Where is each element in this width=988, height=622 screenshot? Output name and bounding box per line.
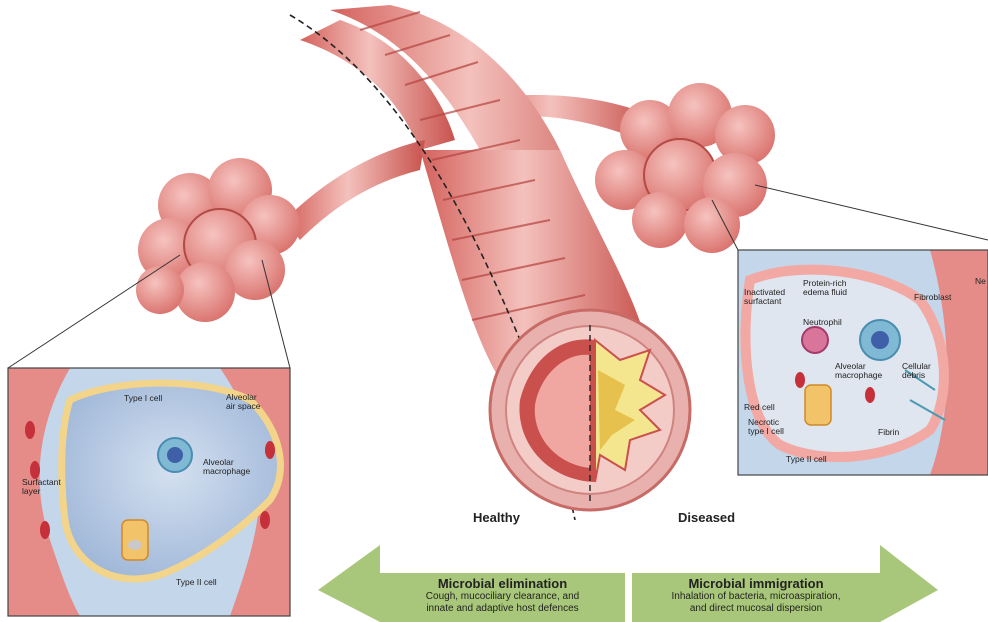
label-red-cell: Red cell (744, 403, 775, 412)
label-type2-cell-right: Type II cell (786, 455, 827, 464)
label-neutrophil: Neutrophil (803, 318, 842, 327)
bronchus-cross-section (490, 310, 690, 510)
healthy-alveoli-cluster (136, 158, 300, 322)
microbial-immigration-title: Microbial immigration (632, 576, 880, 591)
label-necrotic-type1-cell: Necrotic type I cell (748, 418, 784, 436)
label-inactivated-surfactant: Inactivated surfactant (744, 288, 785, 306)
microbial-immigration-desc: Inhalation of bacteria, microaspiration,… (632, 591, 880, 615)
label-protein-rich-edema-fluid: Protein-rich edema fluid (803, 279, 847, 297)
label-alveolar-macrophage-left: Alveolar macrophage (203, 458, 250, 476)
label-alveolar-macrophage-right: Alveolar macrophage (835, 362, 882, 380)
label-surfactant-layer: Surfactant layer (22, 478, 61, 496)
label-type2-cell-left: Type II cell (176, 578, 217, 587)
microbial-elimination-desc: Cough, mucociliary clearance, and innate… (380, 591, 625, 615)
label-fibrin: Fibrin (878, 428, 899, 437)
label-type1-cell: Type I cell (124, 394, 162, 403)
arrow-right-text: Microbial immigration Inhalation of bact… (632, 576, 880, 615)
label-diseased: Diseased (678, 510, 735, 525)
label-alveolar-air-space: Alveolar air space (226, 393, 261, 411)
microbial-elimination-title: Microbial elimination (380, 576, 625, 591)
label-ne-cut: Ne (975, 277, 986, 286)
arrow-left-text: Microbial elimination Cough, mucociliary… (380, 576, 625, 615)
label-fibroblast: Fibroblast (914, 293, 951, 302)
label-healthy: Healthy (473, 510, 520, 525)
label-cellular-debris: Cellular debris (902, 362, 931, 380)
